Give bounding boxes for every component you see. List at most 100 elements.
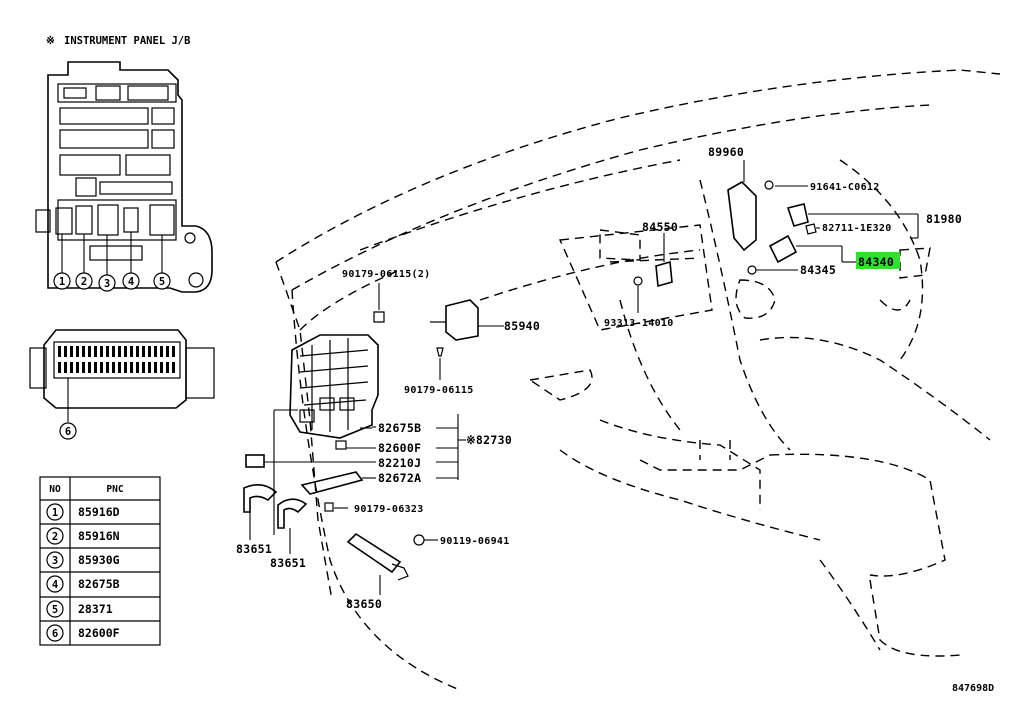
table-row: 2 85916N [46,527,120,545]
highlight-84340 [856,252,900,269]
callout-5: 5 [153,272,171,290]
plate-82711 [805,223,817,235]
connector-pin [154,362,157,373]
label-90179-06115-2[interactable]: 90179-06115(2) [342,269,431,280]
connector-pin [142,346,145,357]
table-header-no: NO [49,484,61,495]
connector-pin [136,346,139,357]
label-82672a[interactable]: 82672A [378,471,421,485]
table-header-pnc: PNC [106,484,123,495]
label-82711-1e320[interactable]: 82711-1E320 [822,223,892,234]
connector-82210J [245,454,265,468]
label-84345[interactable]: 84345 [800,263,836,277]
label-84550[interactable]: 84550 [642,220,678,234]
dashboard-outline [275,69,1001,691]
connector-pin [112,362,115,373]
bolt-93313 [633,276,643,313]
table-row: 6 82600F [46,624,120,642]
connector-pin [112,346,115,357]
connector-pin [64,362,67,373]
pnc-table: NO PNC 1 85916D 2 85916N 3 85930G 4 8267… [39,476,161,646]
connector-pin [166,362,169,373]
label-82600f[interactable]: 82600F [378,441,421,455]
connector-pin [118,346,121,357]
connector-pin [172,362,175,373]
svg-text:2: 2 [81,276,87,288]
bolt-part [373,283,385,323]
table-row: 1 85916D [46,503,120,521]
bolt-91641 [764,180,774,190]
bracket-83651-a [243,484,278,513]
table-row: 3 85930G [46,551,120,569]
junction-block-front-view [35,61,213,293]
screw-90119-06941 [413,534,425,546]
header-title: INSTRUMENT PANEL J/B [64,35,190,47]
svg-text:2: 2 [52,531,58,543]
label-89960[interactable]: 89960 [708,145,744,159]
connector-pin [130,346,133,357]
callout-4: 4 [122,272,140,290]
svg-text:3: 3 [52,555,58,567]
table-row: 5 28371 [46,600,113,618]
svg-text:82600F: 82600F [78,626,120,640]
connector-pin [136,362,139,373]
rod-83650 [346,532,409,581]
connector-pin [94,362,97,373]
connector-pin [100,362,103,373]
header-mark: ※ [46,35,55,47]
connector-pin [124,346,127,357]
connector-pin [106,346,109,357]
svg-text:4: 4 [52,579,58,591]
svg-text:5: 5 [159,276,165,288]
junction-block-connector-view [29,329,215,422]
svg-text:1: 1 [59,276,65,288]
clip-82600F [335,440,347,450]
label-90179-06115[interactable]: 90179-06115 [404,385,474,396]
connector-pin [70,362,73,373]
label-83650[interactable]: 83650 [346,597,382,611]
label-81980[interactable]: 81980 [926,212,962,226]
connector-pin [160,362,163,373]
svg-text:3: 3 [104,278,110,290]
label-82730[interactable]: ※82730 [466,433,512,447]
label-83651-b[interactable]: 83651 [270,556,306,570]
svg-text:6: 6 [52,628,58,640]
callout-1: 1 [53,272,71,290]
callout-2: 2 [75,272,93,290]
switch-84340 [768,234,798,264]
label-90179-06323[interactable]: 90179-06323 [354,504,424,515]
label-85940[interactable]: 85940 [504,319,540,333]
label-84340[interactable]: 84340 [858,255,894,269]
connector-pin [124,362,127,373]
connector-pin [70,346,73,357]
label-90119-06941[interactable]: 90119-06941 [440,536,510,547]
label-93313-14010[interactable]: 93313-14010 [604,318,674,329]
svg-text:6: 6 [65,426,71,438]
connector-pin [94,346,97,357]
leader-lines [249,185,919,595]
connector-pin [130,362,133,373]
label-82210j[interactable]: 82210J [378,456,421,470]
connector-pin [106,362,109,373]
switch-89960 [727,160,757,252]
connector-pin [82,362,85,373]
svg-text:85930G: 85930G [78,553,120,567]
screw-90179-06323 [324,502,334,512]
connector-pin [76,346,79,357]
label-91641-c0612[interactable]: 91641-C0612 [810,182,880,193]
connector-pin [100,346,103,357]
switch-81980 [786,203,809,227]
label-82675b[interactable]: 82675B [378,421,421,435]
connector-pin [76,362,79,373]
svg-text:82675B: 82675B [78,577,120,591]
callout-3: 3 [98,274,116,292]
connector-pin [64,346,67,357]
connector-pin [118,362,121,373]
svg-text:85916D: 85916D [78,505,120,519]
switch-84550 [655,233,673,288]
connector-pin [154,346,157,357]
table-row: 4 82675B [46,575,120,593]
svg-text:28371: 28371 [78,602,113,616]
label-83651-a[interactable]: 83651 [236,542,272,556]
bracket-83651-b [277,498,308,529]
